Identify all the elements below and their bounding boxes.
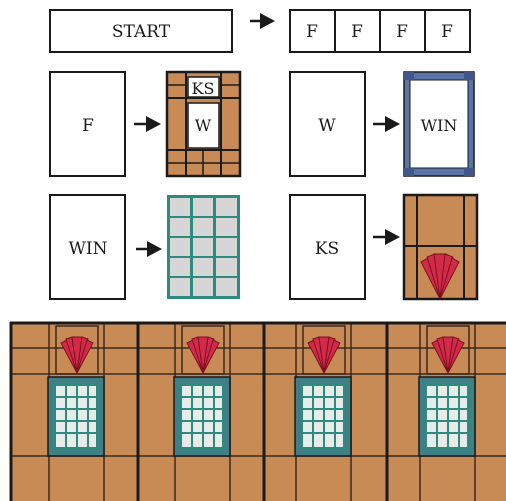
rule-arrow-start xyxy=(250,13,275,29)
rule-arrow-f xyxy=(134,116,161,132)
facade xyxy=(10,322,506,501)
rule-arrow-win xyxy=(136,241,162,257)
four-f-box: F F F F xyxy=(290,10,470,52)
f-rule-label: F xyxy=(82,116,94,136)
f-label-4: F xyxy=(441,22,453,42)
window-grid xyxy=(167,195,240,299)
ks-label: KS xyxy=(192,79,215,98)
ks-rule-label: KS xyxy=(315,239,339,259)
win-label: WIN xyxy=(421,116,458,135)
rule-arrow-ks xyxy=(373,229,400,245)
w-label: W xyxy=(195,116,212,135)
win-rule-label: WIN xyxy=(68,239,107,259)
w-rule-label: W xyxy=(318,116,336,136)
start-label: START xyxy=(112,22,171,42)
f-label-1: F xyxy=(306,22,318,42)
rule-arrow-w xyxy=(373,116,400,132)
f-label-3: F xyxy=(396,22,408,42)
f-label-2: F xyxy=(351,22,363,42)
